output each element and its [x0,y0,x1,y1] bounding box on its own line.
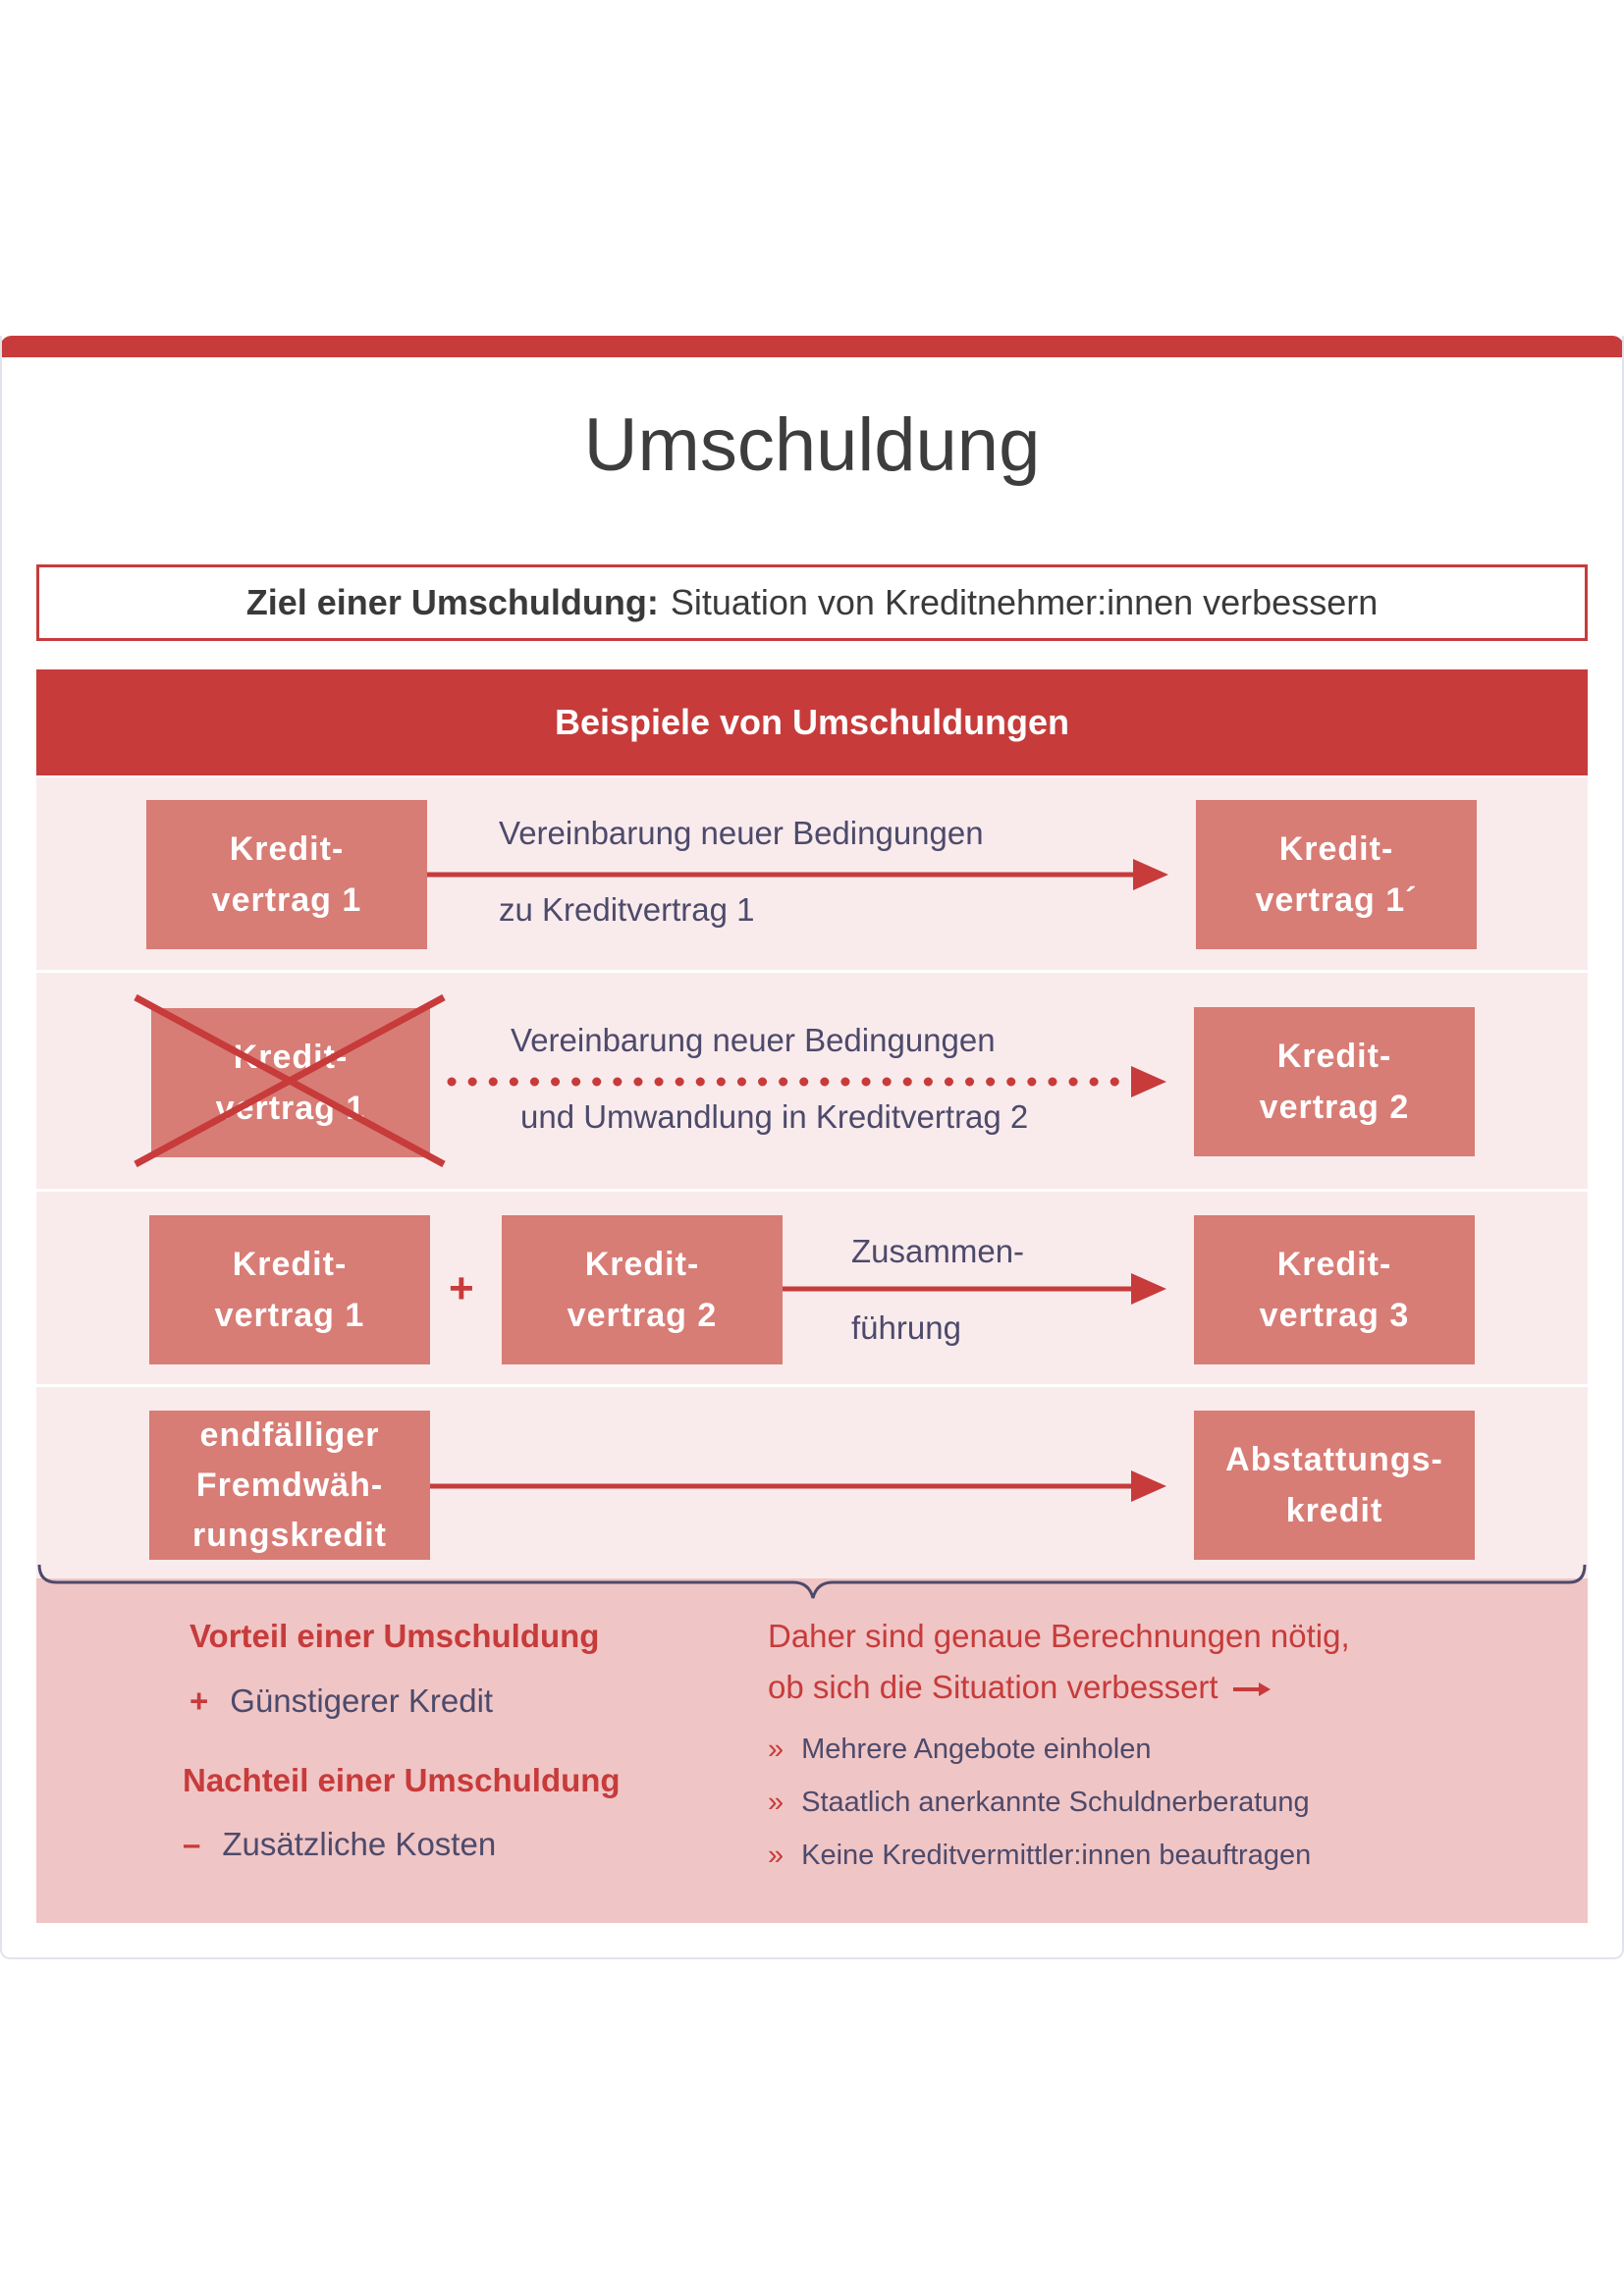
loan-contract-box: Kredit- vertrag 1´ [1196,800,1477,949]
conclusion-bullet: »Keine Kreditvermittler:innen beauftrage… [768,1840,1312,1871]
goal-box: Ziel einer Umschuldung: Situation von Kr… [36,564,1588,641]
advantage-heading: Vorteil einer Umschuldung [189,1618,600,1654]
goal-text: Situation von Kreditnehmer:innen verbess… [670,582,1379,622]
arrow-label-bottom: führung [851,1309,961,1346]
loan-contract-box: Kredit- vertrag 3 [1194,1215,1475,1364]
arrow-right-icon [427,859,1168,890]
arrow-right-icon [1232,1682,1271,1697]
conclusion-bullet: »Mehrere Angebote einholen [768,1734,1152,1765]
arrow-label-top: Vereinbarung neuer Bedingungen [499,815,984,851]
arrow-label-top: Vereinbarung neuer Bedingungen [511,1022,996,1058]
dotted-arrow-icon [447,1066,1166,1097]
advantage-item: +Günstigerer Kredit [189,1682,494,1719]
loan-contract-box: Kredit- vertrag 1 [146,800,427,949]
conclusion-line-1: Daher sind genaue Berechnungen nötig, [768,1618,1350,1654]
cross-out-icon [134,993,446,1168]
loan-contract-box: endfälliger Fremdwäh- rungskredit [149,1411,430,1560]
conclusion-bullet: »Staatlich anerkannte Schuldnerberatung [768,1787,1310,1818]
loan-contract-box: Kredit- vertrag 2 [1194,1007,1475,1156]
loan-contract-box: Kredit- vertrag 2 [502,1215,783,1364]
curly-brace [37,1564,1587,1599]
top-accent-bar [0,336,1624,357]
disadvantage-item: –Zusätzliche Kosten [183,1826,497,1862]
plus-sign: + [449,1264,474,1312]
disadvantage-heading: Nachteil einer Umschuldung [183,1762,621,1798]
loan-contract-box: Abstattungs- kredit [1194,1411,1475,1560]
page-title: Umschuldung [583,403,1041,487]
summary-panel [36,1578,1588,1923]
minus-mark: – [183,1826,201,1862]
infographic-card [0,336,1624,1959]
loan-contract-box: Kredit- vertrag 1 [149,1215,430,1364]
goal-label: Ziel einer Umschuldung: [245,582,659,622]
arrow-label-bottom: zu Kreditvertrag 1 [499,891,755,928]
examples-header: Beispiele von Umschuldungen [36,669,1588,775]
arrow-right-icon [783,1273,1166,1305]
conclusion-line-2: ob sich die Situation verbessert [768,1662,1272,1713]
plus-mark: + [189,1682,209,1719]
arrow-label-top: Zusammen- [851,1233,1025,1269]
arrow-right-icon [430,1470,1166,1502]
arrow-label-bottom: und Umwandlung in Kreditvertrag 2 [520,1098,1029,1135]
